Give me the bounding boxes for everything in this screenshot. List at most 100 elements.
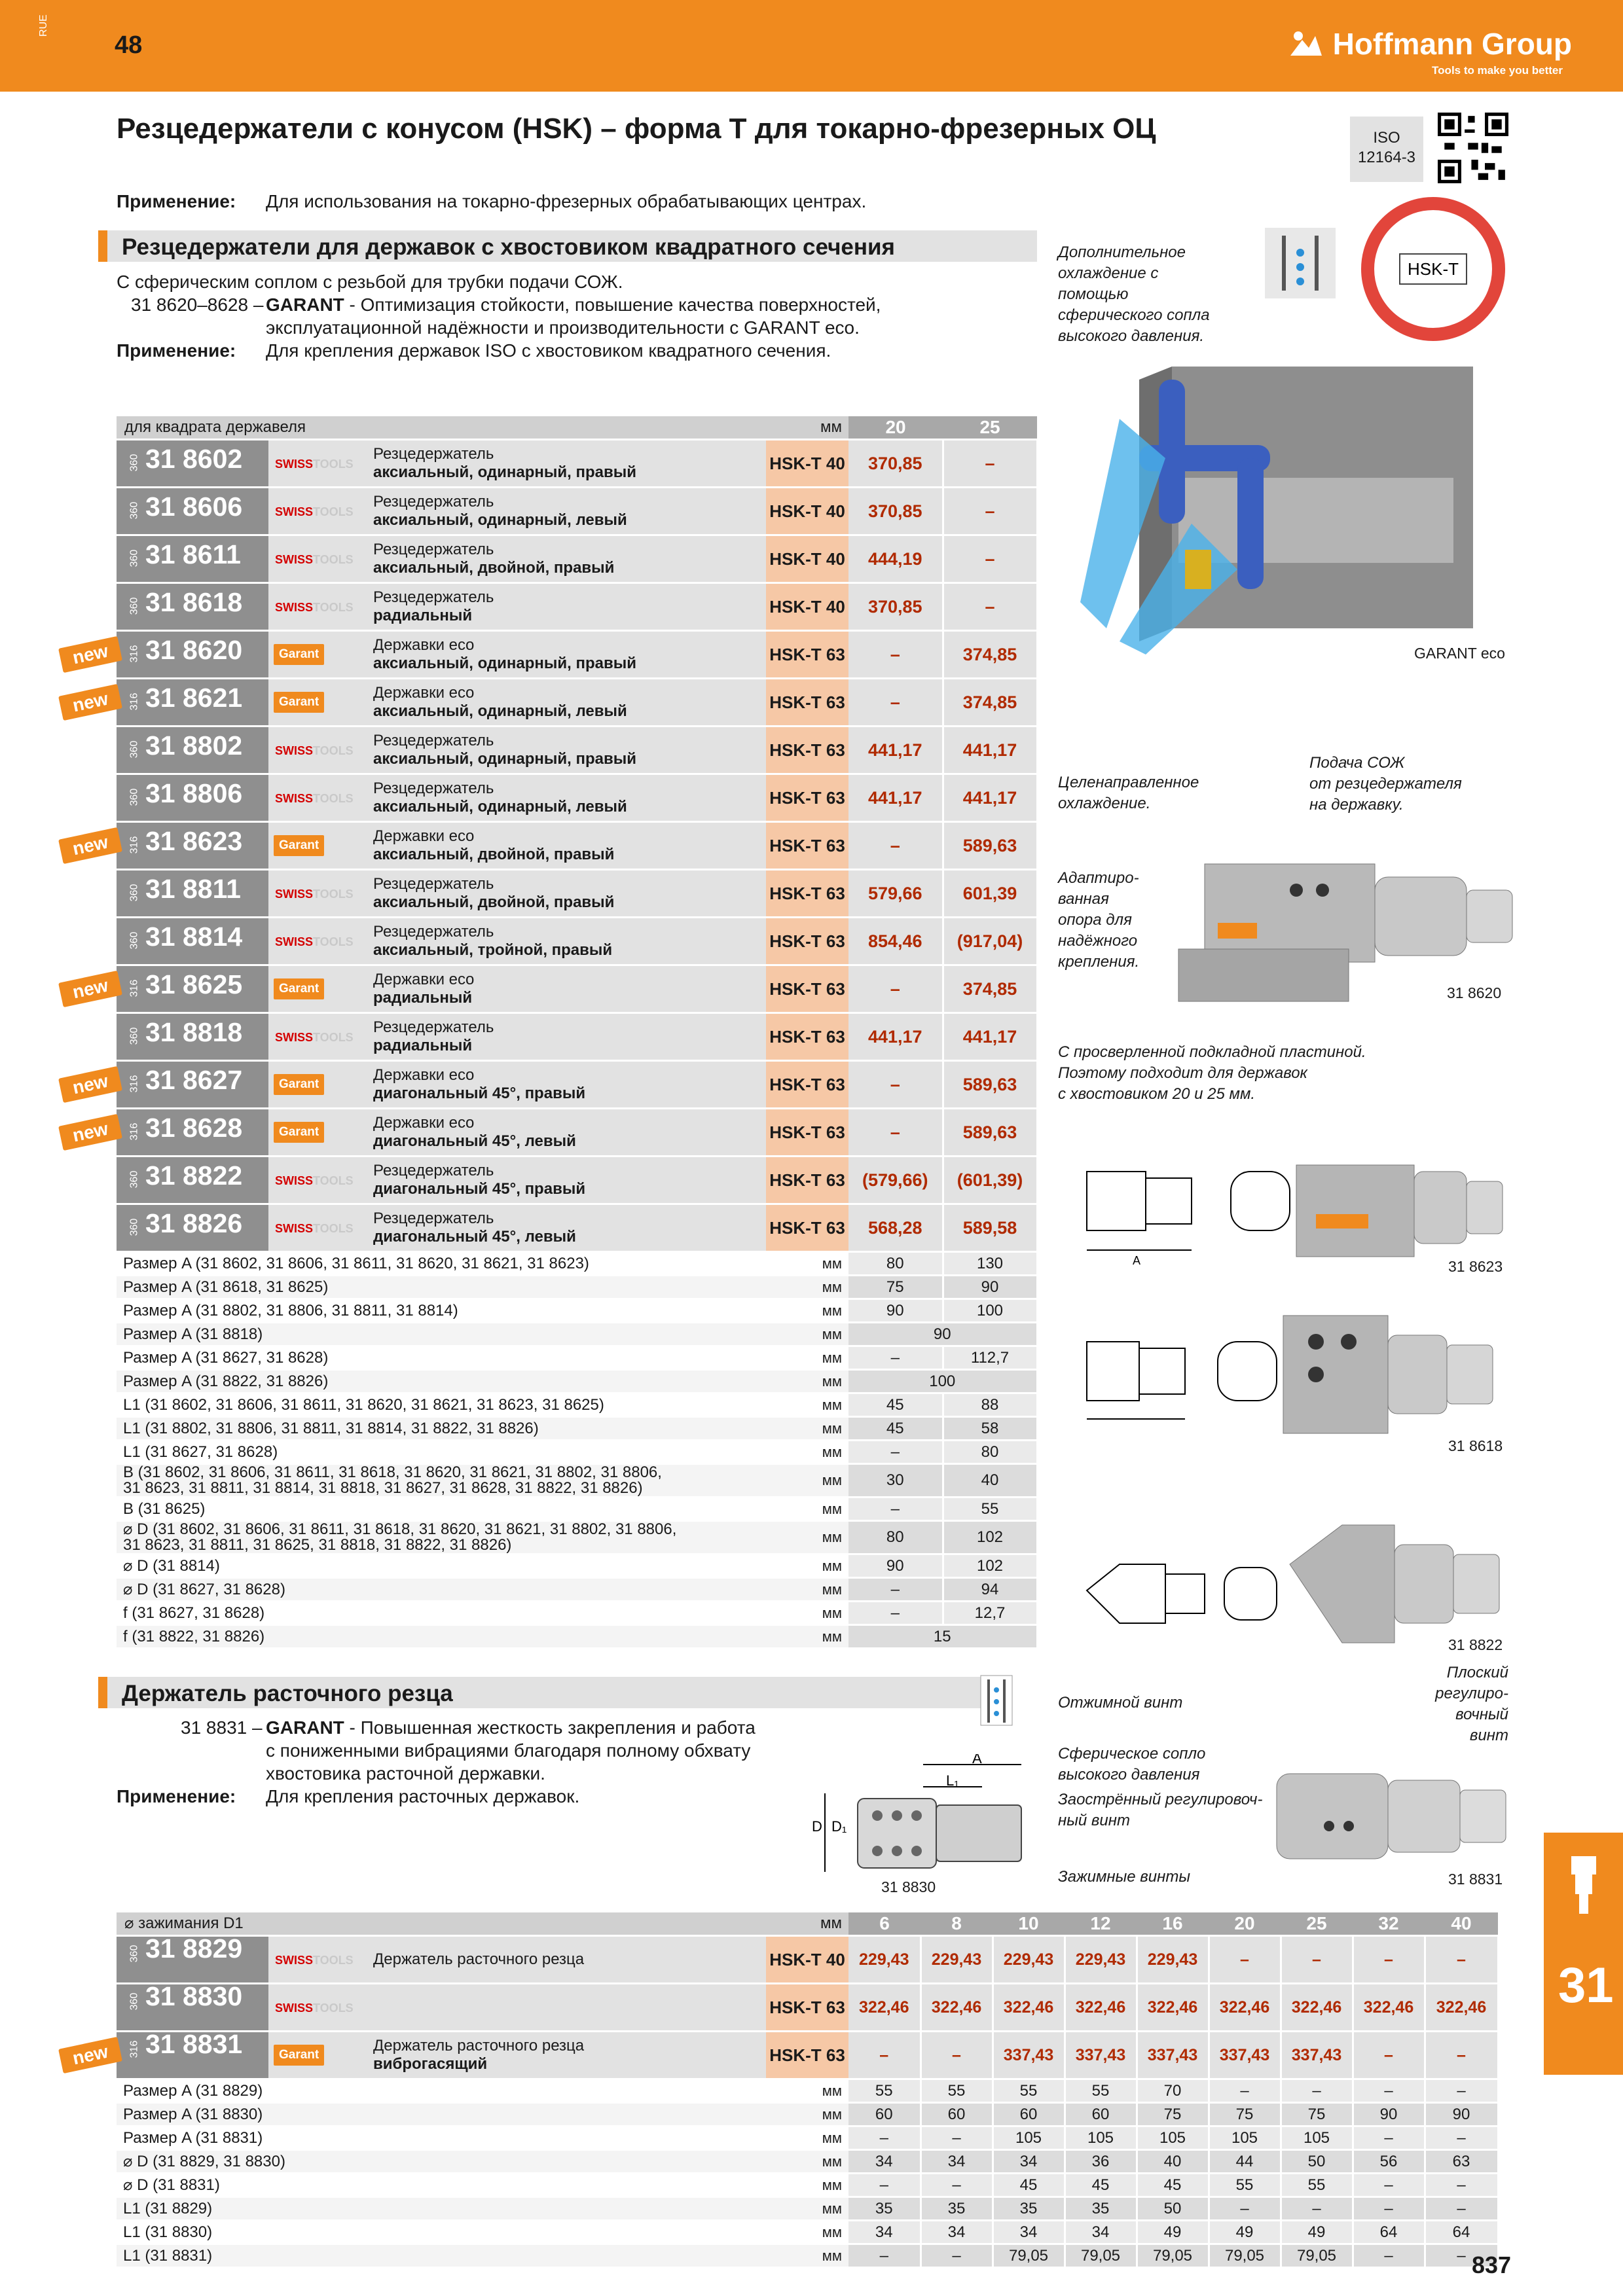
dimension-value: 45 <box>993 2173 1066 2198</box>
dimension-value: – <box>848 2126 922 2151</box>
section1-application: Применение:Для крепления державок ISO с … <box>117 339 881 362</box>
dimension-value: – <box>1281 2079 1354 2104</box>
hsk-type: HSK-T 63 <box>766 821 849 870</box>
coolant-note: Дополнительное охлаждение с помощью сфер… <box>1058 242 1210 347</box>
description-line1: Резцедержатель <box>373 493 494 511</box>
chapter-tab[interactable]: 31 <box>1544 1833 1623 2075</box>
dimension-value: 60 <box>848 2102 922 2127</box>
hsk-type: HSK-T 63 <box>766 2031 848 2080</box>
swiss-word: SWISS <box>275 600 314 614</box>
dimension-unit: мм <box>766 1497 849 1522</box>
technical-drawing-31-8618 <box>1086 1341 1277 1420</box>
article-number: 31 8802 <box>145 730 243 761</box>
swiss-word: SWISS <box>275 791 314 805</box>
dimension-value: 55 <box>1065 2079 1138 2104</box>
description-line2: аксиальный, двойной, правый <box>373 559 615 577</box>
svg-text:A: A <box>972 1754 982 1767</box>
hsk-type: HSK-T 63 <box>766 917 849 966</box>
hsk-t-text: HSK-T <box>1408 259 1459 279</box>
dimension-value: 34 <box>848 2220 922 2245</box>
dimension-label-line: L1 (31 8602, 31 8606, 31 8611, 31 8620, … <box>123 1395 604 1414</box>
dimension-label: L1 (31 8831) <box>117 2244 766 2269</box>
header-size: 12 <box>1065 1912 1137 1937</box>
dimension-value: – <box>1353 2126 1426 2151</box>
header-size: 20 <box>848 416 943 440</box>
label-garant-eco: GARANT eco <box>1414 645 1505 662</box>
tools-word: TOOLS <box>313 1221 354 1235</box>
qr-code-icon[interactable] <box>1438 113 1508 183</box>
price-cell: 579,66 <box>848 869 944 918</box>
article-number: 31 8627 <box>145 1065 243 1095</box>
dimension-label-line: f (31 8822, 31 8826) <box>123 1627 265 1645</box>
swiss-tools-logo: SWISSTOOLS <box>268 1954 354 1967</box>
section-title: Резцедержатели для державок с хвостовико… <box>122 234 895 260</box>
dimension-value: 50 <box>1137 2197 1210 2221</box>
dimension-label: L1 (31 8802, 31 8806, 31 8811, 31 8814, … <box>117 1416 767 1441</box>
hsk-type: HSK-T 63 <box>766 1204 849 1253</box>
clamp-screw-note: Отжимной винт <box>1058 1694 1183 1712</box>
tools-word: TOOLS <box>313 791 354 805</box>
description-line2: аксиальный, одинарный, правый <box>373 750 636 768</box>
price-cell: 441,17 <box>943 1013 1038 1062</box>
brand-logo: Hoffmann Group Tools to make you better <box>1289 26 1572 77</box>
garant-logo: Garant <box>274 2045 325 2066</box>
description-line2: радиальный <box>373 607 473 624</box>
dimension-value: 79,05 <box>993 2244 1066 2269</box>
header-size: 16 <box>1137 1912 1209 1937</box>
note-line: вочный <box>1455 1706 1508 1723</box>
price-cell: 322,46 <box>1209 1983 1282 2032</box>
brand-cell: Garant <box>268 1060 373 1109</box>
price-cell: 441,17 <box>943 774 1038 823</box>
dimension-value: 34 <box>1065 2220 1138 2245</box>
price-cell: 322,46 <box>1353 1983 1426 2032</box>
swiss-word: SWISS <box>275 505 314 518</box>
caption-31-8830: 31 8830 <box>881 1878 936 1895</box>
hsk-type: HSK-T 63 <box>766 774 849 823</box>
price-cell: 374,85 <box>943 965 1038 1014</box>
product-photo-31-8623 <box>1296 1164 1503 1257</box>
